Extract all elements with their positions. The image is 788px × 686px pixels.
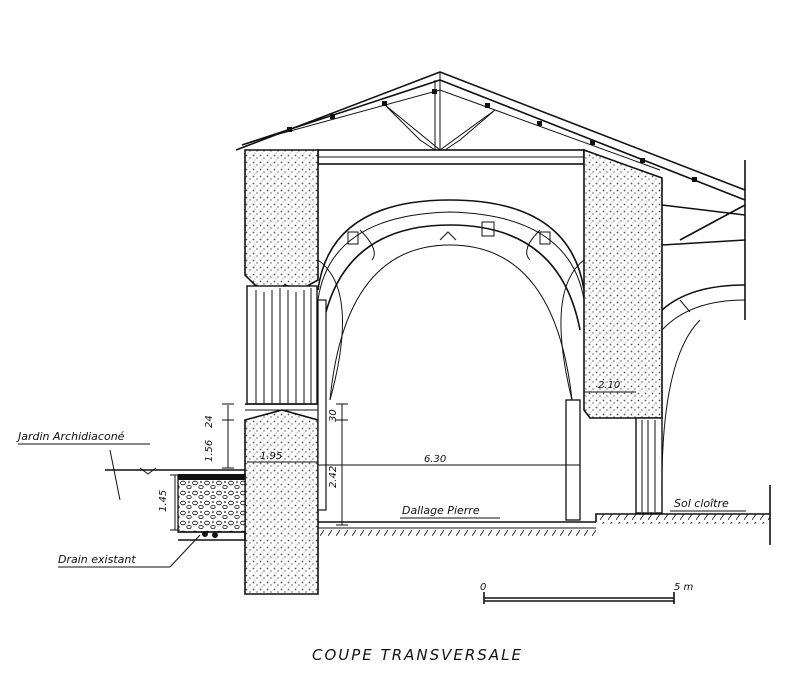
dim-24: 24 [204, 415, 215, 428]
scale-end: 5 m [674, 582, 694, 593]
dim-630: 6.30 [424, 454, 446, 465]
right-pier [565, 148, 663, 521]
label-cloister-floor: Sol cloître [674, 497, 729, 510]
drawing-title: COUPE TRANSVERSALE [312, 646, 523, 664]
dim-145: 1.45 [158, 490, 169, 512]
cloister-arch [661, 284, 746, 501]
label-garden: Jardin Archidiaconé [16, 430, 125, 443]
label-paving: Dallage Pierre [402, 504, 480, 517]
dim-30: 30 [328, 409, 339, 422]
garden-fill [105, 449, 246, 541]
main-arch [317, 199, 585, 511]
dim-156: 1.56 [204, 440, 215, 462]
left-pier [244, 149, 319, 595]
scale-bar [483, 592, 675, 604]
dimension-lines [170, 391, 636, 531]
scale-start: 0 [480, 582, 486, 593]
ground [318, 485, 771, 545]
dim-242: 2.42 [328, 466, 339, 488]
dim-210: 2.10 [598, 380, 620, 391]
label-drain: Drain existant [58, 553, 136, 566]
dim-195: 1.95 [260, 451, 282, 462]
